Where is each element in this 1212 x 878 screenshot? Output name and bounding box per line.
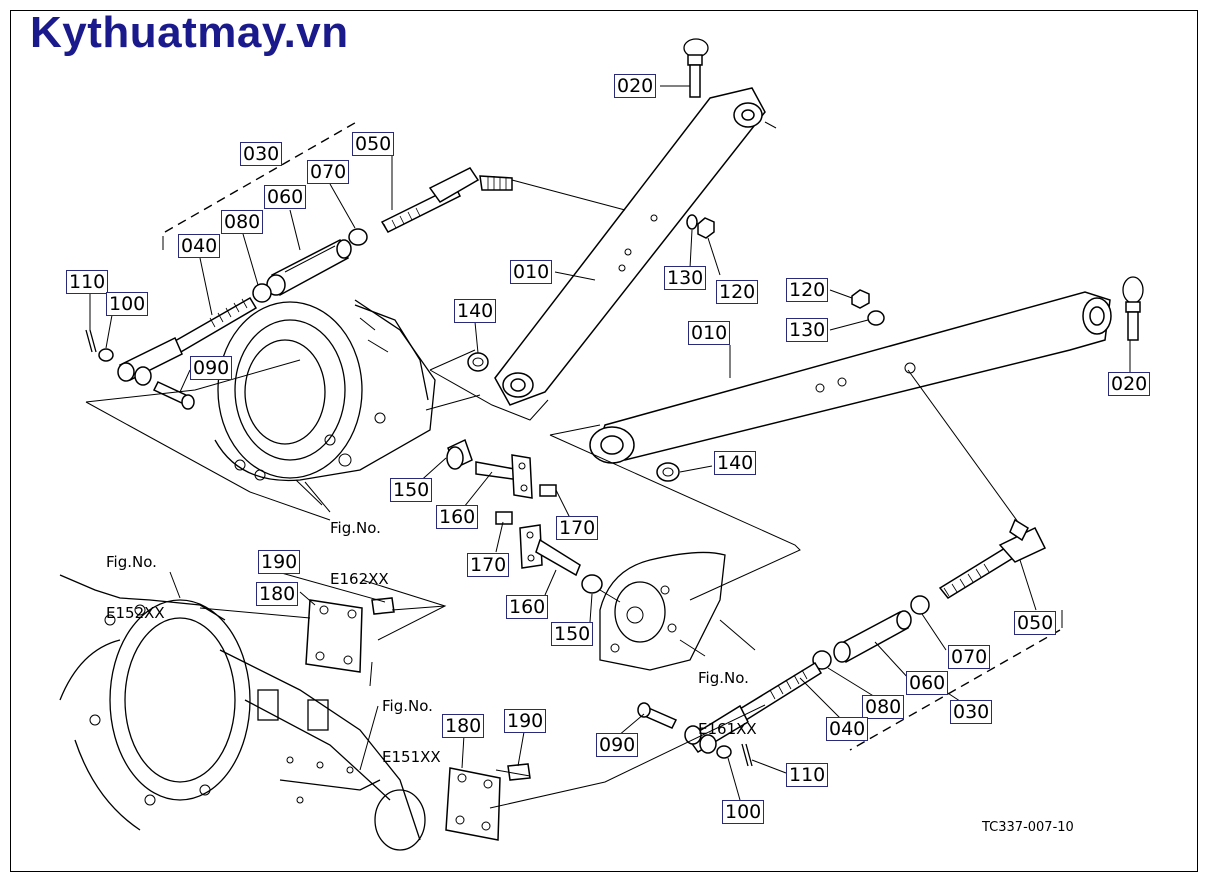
bolt-190-right bbox=[507, 763, 531, 781]
fig-ref-e151xx: Fig.No. E151XX bbox=[382, 664, 441, 800]
callout-020-top: 020 bbox=[614, 74, 657, 98]
bushing-150-right bbox=[581, 574, 603, 594]
fig-ref-e152xx-line1: Fig.No. bbox=[106, 553, 157, 571]
callout-010-lower: 010 bbox=[688, 321, 731, 345]
callout-010-top: 010 bbox=[510, 260, 553, 284]
callout-190-left: 190 bbox=[258, 550, 301, 574]
callout-130-right: 130 bbox=[786, 318, 829, 342]
bushing-140-left bbox=[467, 352, 489, 372]
diagram-frame bbox=[10, 10, 1198, 872]
callout-130-top: 130 bbox=[664, 266, 707, 290]
bolt-170-a bbox=[539, 484, 557, 497]
guide-lines bbox=[85, 179, 1019, 809]
callout-160-right: 160 bbox=[506, 595, 549, 619]
bushing-140-right bbox=[656, 462, 680, 482]
callout-080-right: 080 bbox=[862, 695, 905, 719]
callout-140-left: 140 bbox=[454, 299, 497, 323]
fig-ref-e162xx-line2: E162XX bbox=[330, 570, 389, 588]
callout-030-right: 030 bbox=[950, 700, 993, 724]
rear-axle-housing-e162xx bbox=[214, 299, 436, 482]
callout-060-right: 060 bbox=[906, 671, 949, 695]
nut-120-right bbox=[851, 289, 870, 309]
callout-110-left: 110 bbox=[66, 270, 109, 294]
callout-040-right: 040 bbox=[826, 717, 869, 741]
callout-080-left: 080 bbox=[221, 210, 264, 234]
callout-060-left: 060 bbox=[264, 185, 307, 209]
fig-ref-e161xx-line2: E161XX bbox=[698, 720, 757, 738]
leader-lines bbox=[89, 85, 1131, 801]
callout-090-right: 090 bbox=[596, 733, 639, 757]
bolt-170-b bbox=[495, 511, 513, 525]
plate-180-left bbox=[305, 599, 363, 673]
callout-050-left: 050 bbox=[352, 132, 395, 156]
callout-170-left: 170 bbox=[467, 553, 510, 577]
callout-150-left: 150 bbox=[390, 478, 433, 502]
fig-ref-e162xx: Fig.No. E162XX bbox=[330, 486, 389, 622]
fig-ref-e151xx-line2: E151XX bbox=[382, 748, 441, 766]
callout-050-right: 050 bbox=[1014, 611, 1057, 635]
callout-180-left: 180 bbox=[256, 582, 299, 606]
fig-ref-e162xx-line1: Fig.No. bbox=[330, 519, 381, 537]
figure-code: TC337-007-10 bbox=[982, 820, 1074, 835]
pin-020-top bbox=[683, 38, 709, 98]
callout-090-left: 090 bbox=[190, 356, 233, 380]
callout-140-right: 140 bbox=[714, 451, 757, 475]
callout-190-right: 190 bbox=[504, 709, 547, 733]
callout-040-left: 040 bbox=[178, 234, 221, 258]
fig-ref-e152xx-line2: E152XX bbox=[106, 604, 165, 622]
callout-110-right: 110 bbox=[786, 763, 829, 787]
fig-ref-e152xx: Fig.No. E152XX bbox=[106, 520, 165, 656]
bracket-pin-160-right bbox=[519, 524, 581, 577]
bolt-190-left bbox=[371, 597, 395, 615]
turnbuckle-assembly-right bbox=[637, 518, 1063, 767]
callout-180-right: 180 bbox=[442, 714, 485, 738]
callout-100-left: 100 bbox=[106, 292, 149, 316]
callout-020-right: 020 bbox=[1108, 372, 1151, 396]
brand-logo: Kythuatmay.vn bbox=[30, 8, 349, 57]
washer-130-right bbox=[867, 310, 885, 326]
callout-070-left: 070 bbox=[307, 160, 350, 184]
fig-ref-e161xx-line1: Fig.No. bbox=[698, 669, 749, 687]
upper-lift-arm-010-top bbox=[494, 87, 777, 406]
bracket-pin-160-left bbox=[475, 454, 533, 499]
axle-flange-e161xx bbox=[599, 551, 726, 671]
callout-070-right: 070 bbox=[948, 645, 991, 669]
bushing-150-left bbox=[446, 438, 473, 470]
callout-160-left: 160 bbox=[436, 505, 479, 529]
callout-100-right: 100 bbox=[722, 800, 765, 824]
plate-180-right bbox=[445, 767, 501, 841]
pin-020-right bbox=[1122, 276, 1144, 341]
lower-lift-arm-010 bbox=[589, 291, 1112, 464]
turnbuckle-assembly-left bbox=[85, 119, 513, 410]
nut-120-top bbox=[697, 217, 715, 239]
callout-150-right: 150 bbox=[551, 622, 594, 646]
callout-030-left: 030 bbox=[240, 142, 283, 166]
fig-ref-e161xx: Fig.No. E161XX bbox=[698, 636, 757, 772]
washer-130-top bbox=[686, 214, 698, 230]
callout-120-top: 120 bbox=[716, 280, 759, 304]
transmission-housing-e152xx bbox=[59, 574, 426, 851]
callout-120-right: 120 bbox=[786, 278, 829, 302]
fig-ref-e151xx-line1: Fig.No. bbox=[382, 697, 433, 715]
callout-170-right: 170 bbox=[556, 516, 599, 540]
